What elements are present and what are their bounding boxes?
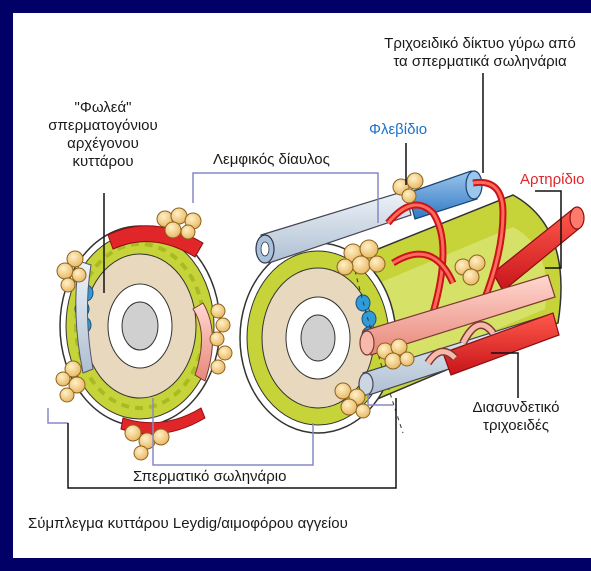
diagram-panel: "Φωλεά" σπερματογόνιου αρχέγονου κυττάρο… [13,13,591,558]
niche-label: "Φωλεά" σπερματογόνιου αρχέγονου κυττάρο… [43,99,163,171]
capillary-network-label: Τριχοειδικό δίκτυο γύρω από τα σπερματικ… [356,35,591,71]
arteriole-label: Αρτηρίδιο [520,171,584,189]
interconnecting-capillary-label: Διασυνδετικό τριχοειδές [461,399,571,435]
interconnecting-label-line1: Διασυνδετικό [461,399,571,417]
niche-label-line4: κυττάρου [43,153,163,171]
interconnecting-callout [491,353,518,398]
interconnecting-label-line2: τριχοειδές [461,417,571,435]
tubule-end-face-lumen [301,315,335,361]
niche-label-line3: αρχέγονου [43,135,163,153]
venule-label: Φλεβίδιο [369,121,427,139]
niche-label-line2: σπερματογόνιου [43,117,163,135]
seminiferous-tubule-diagram [13,13,591,558]
leydig-callout-left [48,408,68,423]
seminiferous-tubule-label: Σπερματικό σωληνάριο [133,468,286,486]
lymphatic-channel-label: Λεμφικός δίαυλος [213,151,330,169]
niche-label-line1: "Φωλεά" [43,99,163,117]
leydig-complex-label: Σύμπλεγμα κυττάρου Leydig/αιμοφόρου αγγε… [28,515,348,533]
left-cross-section [56,193,232,460]
capillary-network-label-line2: τα σπερματικά σωληνάρια [356,53,591,71]
left-section-lumen [122,302,158,350]
capillary-network-label-line1: Τριχοειδικό δίκτυο γύρω από [356,35,591,53]
